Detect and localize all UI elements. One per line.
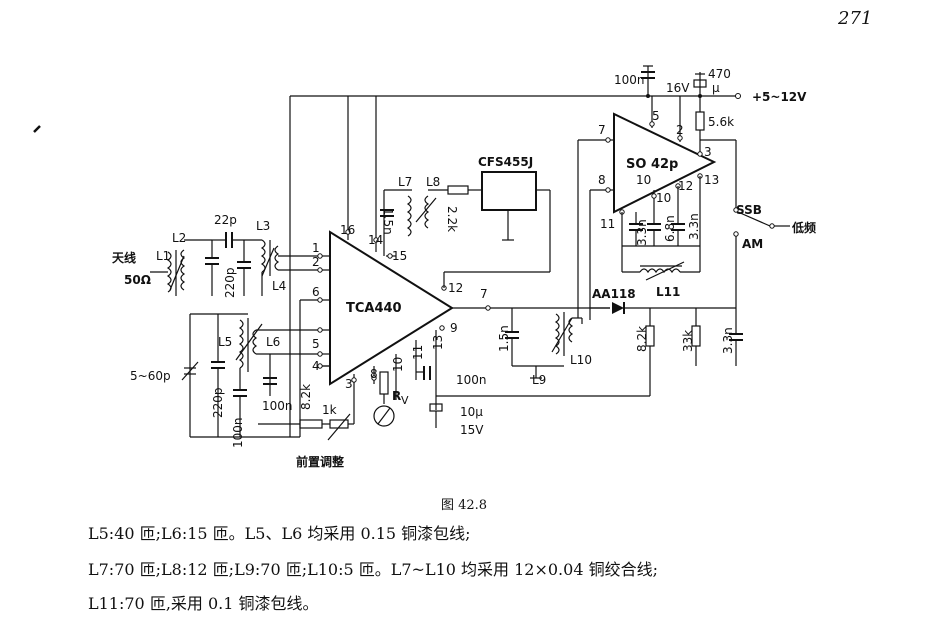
detector: AA118 8.2k 33k 3.3n [590,231,743,396]
tca440-pin-4: 4 [312,359,320,373]
L1-label: L1 [156,249,170,263]
meter-rv: R V 100n 10μ 15V [373,366,650,437]
tca440-pin-13: 13 [431,335,445,350]
L11-label: L11 [656,285,680,299]
tca440-pin-16: 16 [340,223,355,237]
c-mu: μ [712,81,720,95]
so42p-pin-10: 10 [636,173,651,187]
tca440-pin-12: 12 [448,281,463,295]
tca440-pin-9: 9 [450,321,458,335]
tca440-pin-14: 14 [368,233,383,247]
page-number: 271 [838,8,873,29]
ic-tca440: TCA440 1 2 6 5 4 16 14 15 12 7 9 3 8 10 … [312,96,500,400]
cfs455j-body [481,171,537,211]
c-1.5n-a: 1.5n [381,208,395,235]
L4-label: L4 [272,279,286,293]
if-filter: 1.5n L7 L8 2.2k CFS455J [380,155,551,288]
tca440-pin-8: 8 [370,367,378,381]
filter-name: CFS455J [478,155,533,169]
note-line-3: L11:70 匝,采用 0.1 铜漆包线。 [88,594,319,613]
c-16v: 16V [666,81,690,95]
c-220p-a: 220p [223,267,237,298]
ssb-am-switch: SSB AM 低频 [733,203,816,251]
so42p-pin-3: 3 [704,145,712,159]
tca440-pin-10: 10 [391,357,405,372]
so42p-pin-2: 2 [676,123,684,137]
c-6.8n: 6.8n [663,215,677,242]
l5-l6-input: 5~60p 220p L5 L6 100n 100n [130,299,330,448]
r-2.2k: 2.2k [445,206,459,232]
r-5.6k: 5.6k [708,115,734,129]
supply-label: +5~12V [752,90,807,104]
c-3.3n-a: 3.3n [687,213,701,240]
so42p-pin-13: 13 [704,173,719,187]
L9-label: L9 [532,373,546,387]
diode-label: AA118 [592,287,636,301]
rv-label: R [392,389,401,403]
L10-label: L10 [570,353,592,367]
lowfreq-label: 低频 [791,220,816,235]
c-22p: 22p [214,213,237,227]
so42p-pin-7: 7 [598,123,606,137]
L8-label: L8 [426,175,440,189]
note-line-2: L7:70 匝;L8:12 匝;L9:70 匝;L10:5 匝。L7~L10 均… [88,560,658,579]
r-1k: 1k [322,403,337,417]
L3-label: L3 [256,219,270,233]
tank-l9-l10: 1.5n L10 L9 [497,139,610,387]
tca440-pin-6: 6 [312,285,320,299]
ohm-label: 50Ω [124,273,151,287]
preset-label: 前置调整 [296,454,344,469]
L6-label: L6 [266,335,280,349]
L2-label: L2 [172,231,186,245]
so42p-name: SO 42p [626,157,678,172]
L5-label: L5 [218,335,232,349]
r-8.2k-b: 8.2k [635,326,649,352]
v-15: 15V [460,423,484,437]
c-100n-supply: 100n [614,73,645,87]
note-line-1: L5:40 匝;L6:15 匝。L5、L6 均采用 0.15 铜漆包线; [88,524,471,543]
c-100n-a: 100n [231,417,245,448]
tca440-pin-2: 2 [312,255,320,269]
antenna-input: 天线 50Ω L1 L2 22p 220p L3 L4 [112,213,322,298]
rv-sub: V [401,394,409,407]
circuit-schematic: +5~12V 100n 16V 470 μ 天线 50Ω L1 L2 22p [33,65,816,469]
so42p-pin-12: 12 [678,179,693,193]
c-1.5n-b: 1.5n [497,325,511,352]
tca440-name: TCA440 [346,301,402,316]
c-100n-b: 100n [262,399,293,413]
so42p-pin-11: 11 [600,217,615,231]
figure-caption: 图 42.8 [440,498,488,513]
c-10u: 10μ [460,405,483,419]
L7-label: L7 [398,175,412,189]
trim-cap-label: 5~60p [130,369,171,383]
tca440-pin-5: 5 [312,337,320,351]
tca440-pin-11: 11 [411,345,425,360]
supply-rail: +5~12V 100n 16V 470 μ [289,65,807,437]
am-label: AM [742,237,763,251]
c-220p-b: 220p [211,387,225,418]
antenna-label: 天线 [112,250,136,265]
ssb-label: SSB [736,203,762,217]
r-8.2k-a: 8.2k [299,384,313,410]
so42p-pin-5: 5 [652,109,660,123]
preset-network: 8.2k 1k 前置调整 [258,384,355,469]
tca440-pin-1: 1 [312,241,320,255]
ic-so42p: SO 42p 7 8 5 2 5.6k 3 13 12 3.3n 10 10 6… [598,96,737,299]
r-33k: 33k [681,330,695,352]
c-3.3n-c: 3.3n [721,327,735,354]
ink-mark [33,125,41,133]
tca440-pin-3: 3 [345,377,353,391]
so42p-body [613,112,717,214]
so42p-pin-8: 8 [598,173,606,187]
c-3.3n-b: 3.3n [635,219,649,246]
tca440-pin-7: 7 [480,287,488,301]
tca440-body [329,230,454,386]
c-470: 470 [708,67,731,81]
so42p-pin-10b: 10 [656,191,671,205]
tca440-pin-15: 15 [392,249,407,263]
c-100n-c: 100n [456,373,487,387]
